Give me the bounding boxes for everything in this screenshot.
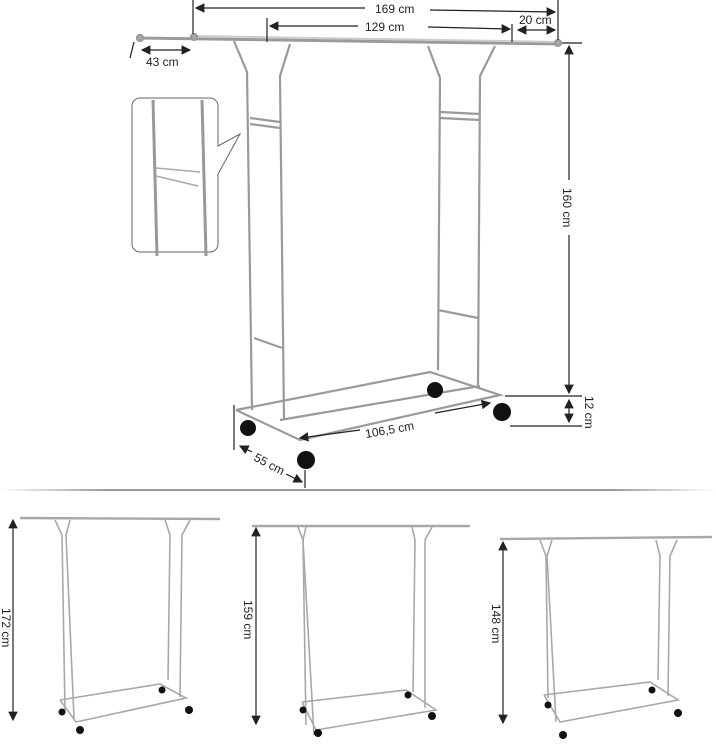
label-height: 160 cm [560,188,574,227]
label-wheel-height: 12 cm [582,396,596,429]
wheels [240,382,511,469]
label-base-length: 106,5 cm [364,419,415,441]
label-variant-height-172: 172 cm [0,608,13,647]
label-variant-height-159: 159 cm [241,600,255,639]
label-extension: 20 cm [519,13,552,27]
main-rack [135,32,563,442]
label-side-extension: 43 cm [146,55,179,69]
variant-159: 159 cm [241,524,470,737]
detail-inset [131,97,242,257]
variant-172: 172 cm [0,516,221,734]
variant-148: 148 cm [489,535,713,739]
label-total-width: 169 cm [375,2,414,16]
label-variant-height-148: 148 cm [489,604,503,643]
label-inner-width: 129 cm [365,20,404,34]
separator [0,489,716,491]
dimension-lines [129,0,582,488]
label-base-depth: 55 cm [252,450,287,478]
